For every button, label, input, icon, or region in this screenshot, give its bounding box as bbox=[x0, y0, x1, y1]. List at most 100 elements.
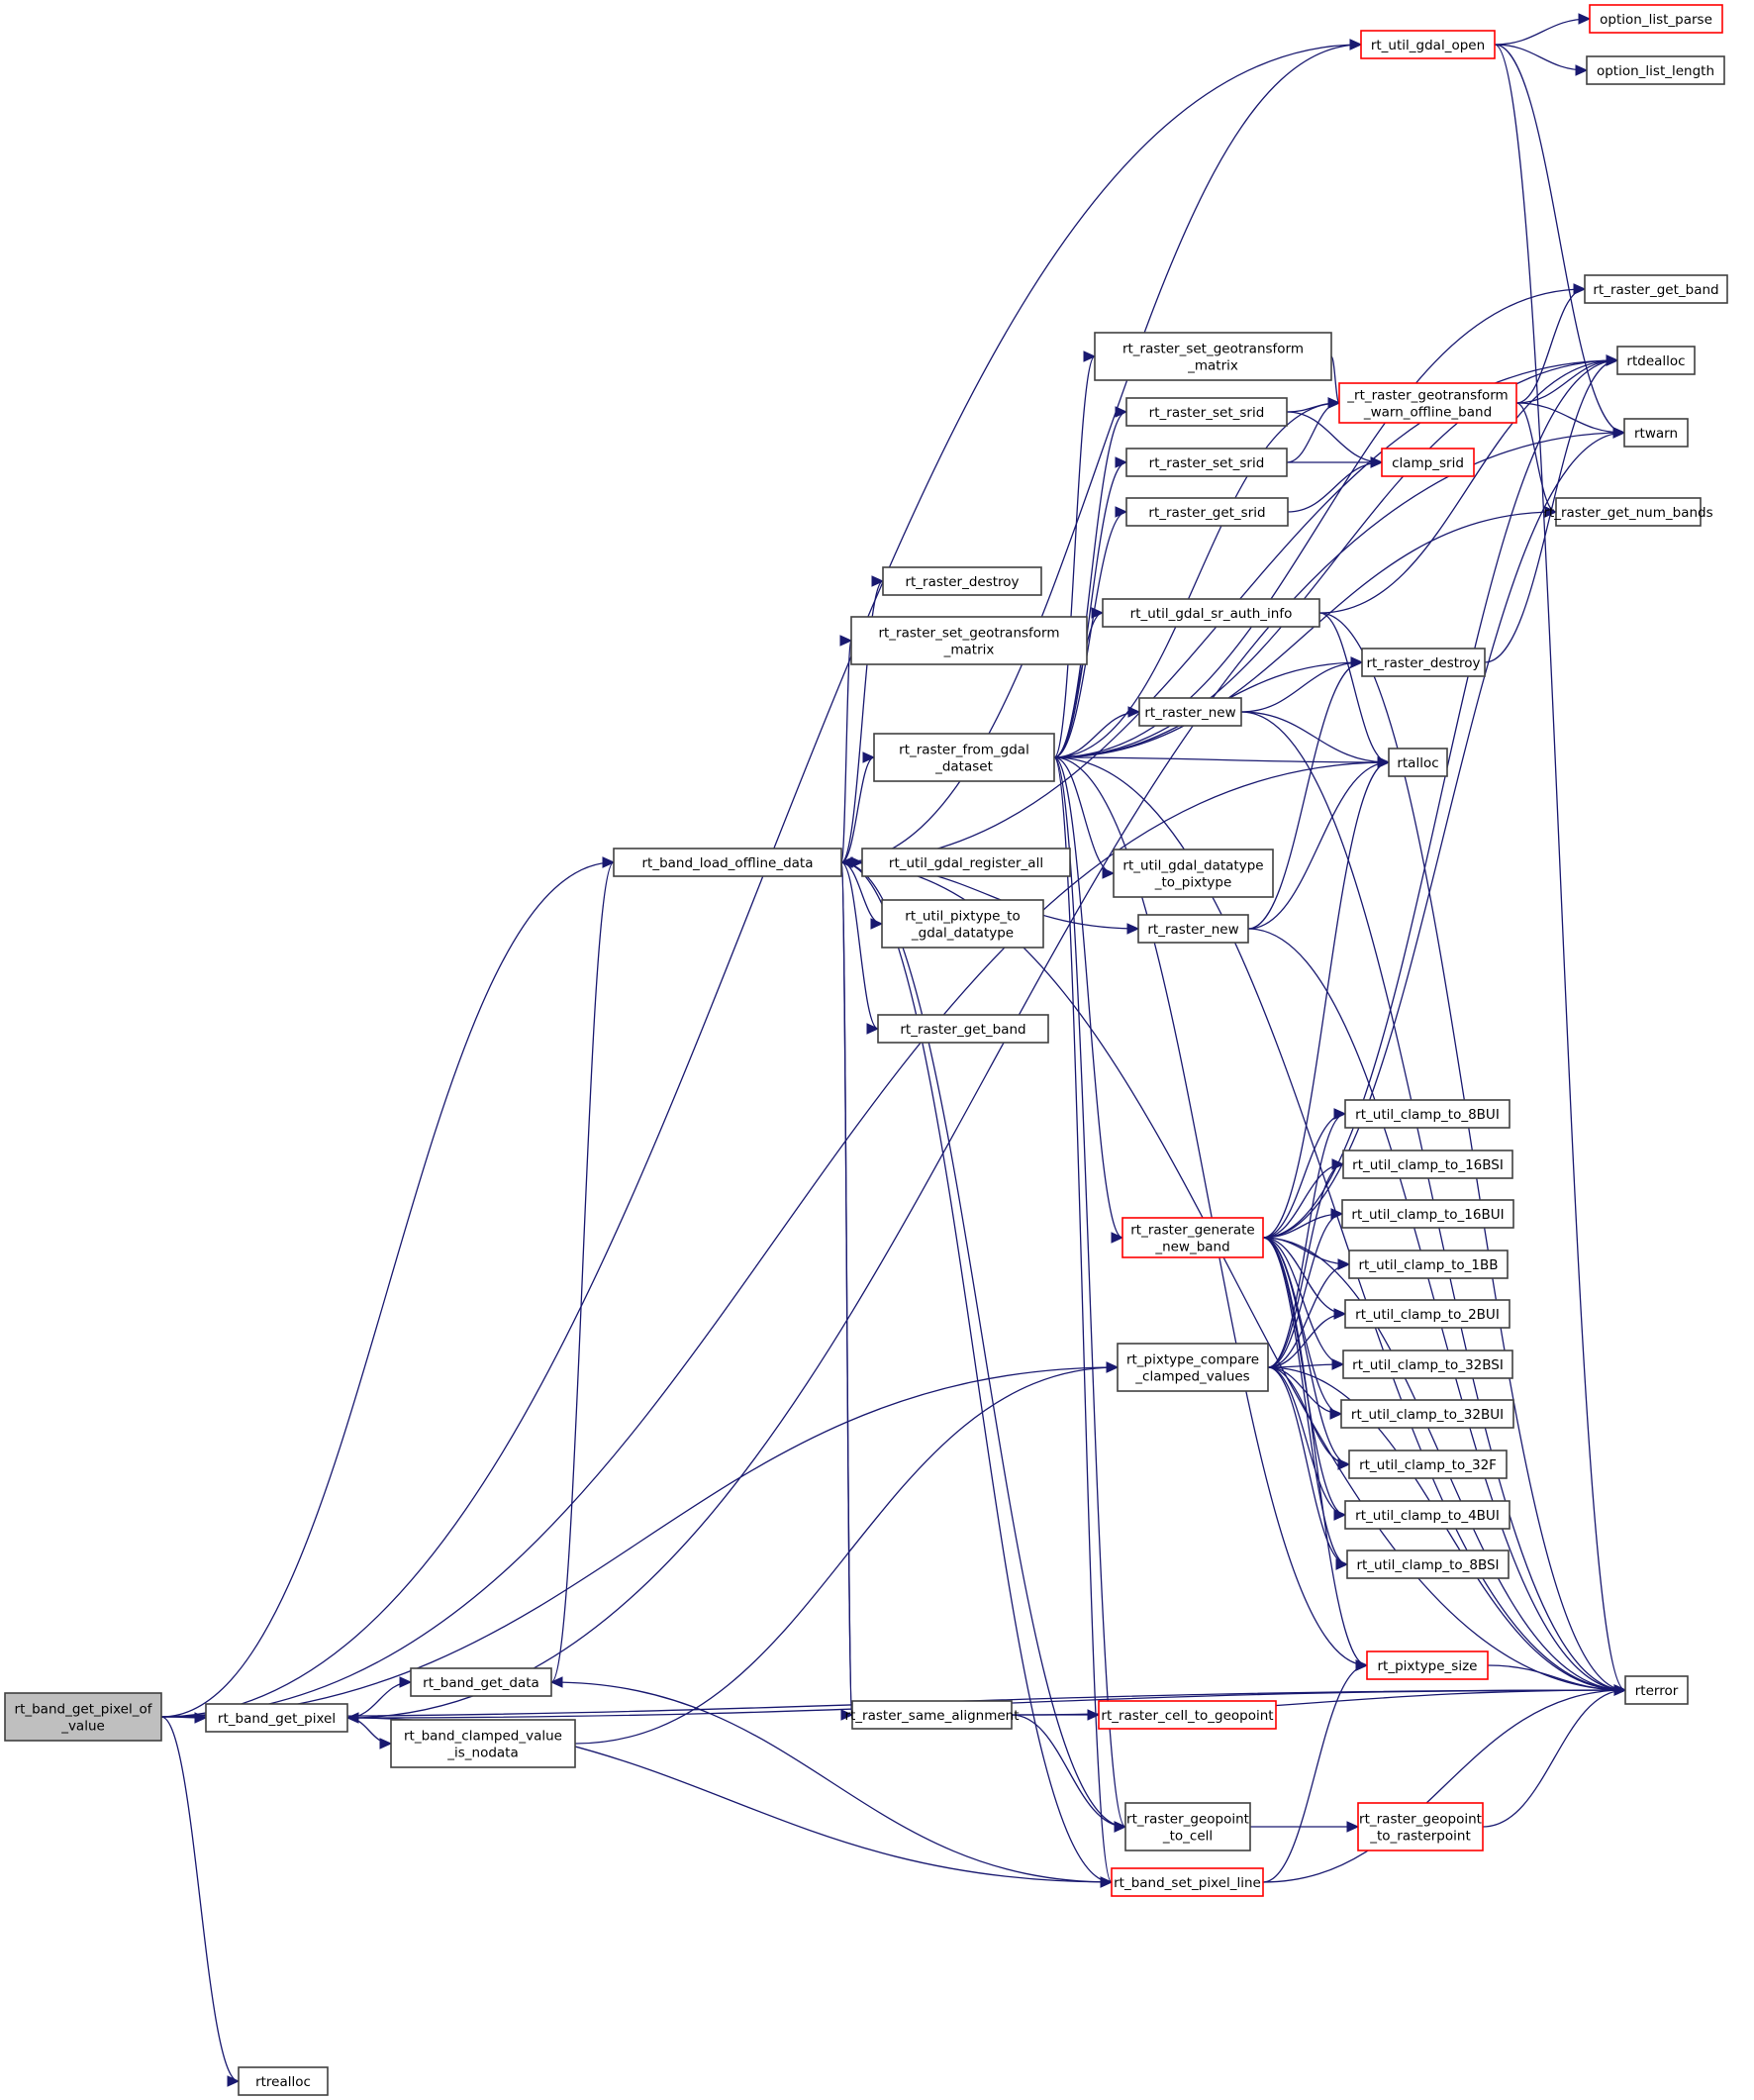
graph-node-rt-raster-from-gdal-dataset[interactable]: rt_raster_from_gdal_dataset bbox=[873, 733, 1055, 782]
graph-node-rt-util-gdal-open[interactable]: rt_util_gdal_open bbox=[1360, 30, 1496, 59]
node-box[interactable] bbox=[1094, 332, 1332, 381]
graph-node-rtalloc[interactable]: rtalloc bbox=[1388, 748, 1448, 777]
graph-node-rt-util-clamp-to-32F[interactable]: rt_util_clamp_to_32F bbox=[1348, 1450, 1508, 1479]
node-box[interactable] bbox=[1102, 598, 1320, 628]
graph-node-rtrealloc[interactable]: rtrealloc bbox=[238, 2066, 329, 2096]
graph-node-rt-band-set-pixel-line[interactable]: rt_band_set_pixel_line bbox=[1111, 1867, 1264, 1897]
node-box[interactable] bbox=[881, 899, 1044, 949]
graph-node-rt-raster-cell-to-geopoint[interactable]: rt_raster_cell_to_geopoint bbox=[1098, 1700, 1277, 1730]
graph-node-rt-util-clamp-to-32BUI[interactable]: rt_util_clamp_to_32BUI bbox=[1340, 1399, 1514, 1429]
node-box[interactable] bbox=[1117, 1343, 1269, 1392]
node-box[interactable] bbox=[1348, 1250, 1509, 1279]
node-box[interactable] bbox=[410, 1667, 552, 1697]
node-box[interactable] bbox=[1361, 648, 1486, 677]
graph-node-rt-band-get-data[interactable]: rt_band_get_data bbox=[410, 1667, 552, 1697]
graph-node-rt-util-clamp-to-32BSI[interactable]: rt_util_clamp_to_32BSI bbox=[1342, 1350, 1513, 1379]
node-box[interactable] bbox=[1555, 497, 1702, 527]
graph-node-rt-raster-set-srid[interactable]: rt_raster_set_srid bbox=[1125, 448, 1288, 477]
graph-node-rt-band-load-offline-data[interactable]: rt_band_load_offline_data bbox=[613, 848, 842, 877]
graph-node-rt-raster-geopoint-to-rasterpoint[interactable]: rt_raster_geopoint_to_rasterpoint bbox=[1357, 1802, 1484, 1851]
node-box[interactable] bbox=[1125, 448, 1288, 477]
graph-node-option-list-parse[interactable]: option_list_parse bbox=[1589, 4, 1723, 34]
node-box[interactable] bbox=[1137, 914, 1249, 944]
node-box[interactable] bbox=[1360, 30, 1496, 59]
node-box[interactable] bbox=[1344, 1500, 1510, 1530]
node-box[interactable] bbox=[1589, 4, 1723, 34]
graph-node-rt-band-clamped-value-is-nodata[interactable]: rt_band_clamped_value_is_nodata bbox=[390, 1719, 576, 1768]
node-box[interactable] bbox=[1341, 1199, 1514, 1229]
graph-node-rt-util-clamp-to-4BUI[interactable]: rt_util_clamp_to_4BUI bbox=[1344, 1500, 1510, 1530]
graph-node-rt-raster-generate-new-band[interactable]: rt_raster_generate_new_band bbox=[1121, 1217, 1264, 1258]
graph-node-rt-util-clamp-to-8BSI[interactable]: rt_util_clamp_to_8BSI bbox=[1346, 1550, 1510, 1579]
graph-node-rtdealloc[interactable]: rtdealloc bbox=[1616, 346, 1696, 375]
graph-node-clamp-srid[interactable]: clamp_srid bbox=[1381, 448, 1475, 477]
node-box[interactable] bbox=[1344, 1299, 1510, 1329]
node-box[interactable] bbox=[882, 566, 1042, 596]
graph-node-rtwarn[interactable]: rtwarn bbox=[1623, 418, 1689, 448]
graph-node-rt-raster-set-srid[interactable]: rt_raster_set_srid bbox=[1125, 397, 1288, 427]
node-box[interactable] bbox=[1357, 1802, 1484, 1851]
node-box[interactable] bbox=[1388, 748, 1448, 777]
node-box[interactable] bbox=[1113, 849, 1274, 898]
graph-node-rt-util-clamp-to-2BUI[interactable]: rt_util_clamp_to_2BUI bbox=[1344, 1299, 1510, 1329]
graph-node-rt-raster-destroy[interactable]: rt_raster_destroy bbox=[882, 566, 1042, 596]
node-box[interactable] bbox=[205, 1703, 348, 1733]
graph-node-rt-raster-destroy[interactable]: rt_raster_destroy bbox=[1361, 648, 1486, 677]
node-box[interactable] bbox=[1366, 1650, 1489, 1680]
node-box[interactable] bbox=[1584, 274, 1728, 304]
node-box[interactable] bbox=[861, 848, 1071, 877]
graph-node-rt-band-get-pixel-of-value[interactable]: rt_band_get_pixel_of_value bbox=[4, 1692, 162, 1742]
node-box[interactable] bbox=[1111, 1867, 1264, 1897]
node-box[interactable] bbox=[1381, 448, 1475, 477]
node-box[interactable] bbox=[4, 1692, 162, 1742]
graph-node-rt-raster-set-geotransform-matrix[interactable]: rt_raster_set_geotransform_matrix bbox=[1094, 332, 1332, 381]
node-box[interactable] bbox=[873, 733, 1055, 782]
node-box[interactable] bbox=[1125, 397, 1288, 427]
graph-node-rt-raster-get-num-bands[interactable]: rt_raster_get_num_bands bbox=[1543, 497, 1713, 527]
graph-node-rt-util-clamp-to-1BB[interactable]: rt_util_clamp_to_1BB bbox=[1348, 1250, 1509, 1279]
node-box[interactable] bbox=[1616, 346, 1696, 375]
graph-node-option-list-length[interactable]: option_list_length bbox=[1586, 55, 1725, 85]
node-box[interactable] bbox=[1623, 418, 1689, 448]
node-box[interactable] bbox=[390, 1719, 576, 1768]
node-box[interactable] bbox=[1624, 1675, 1689, 1705]
graph-node-rt-raster-geopoint-to-cell[interactable]: rt_raster_geopoint_to_cell bbox=[1124, 1802, 1251, 1851]
graph-node-rt-raster-new[interactable]: rt_raster_new bbox=[1137, 914, 1249, 944]
node-box[interactable] bbox=[1340, 1399, 1514, 1429]
node-box[interactable] bbox=[1342, 1150, 1513, 1179]
graph-node-rt-raster-new[interactable]: rt_raster_new bbox=[1138, 697, 1242, 727]
graph-node-rterror[interactable]: rterror bbox=[1624, 1675, 1689, 1705]
graph-node-rt-pixtype-size[interactable]: rt_pixtype_size bbox=[1366, 1650, 1489, 1680]
node-box[interactable] bbox=[877, 1014, 1049, 1044]
graph-node-rt-pixtype-compare-clamped-values[interactable]: rt_pixtype_compare_clamped_values bbox=[1117, 1343, 1269, 1392]
node-box[interactable] bbox=[1124, 1802, 1251, 1851]
graph-node-rt-raster-get-srid[interactable]: rt_raster_get_srid bbox=[1125, 497, 1289, 527]
node-box[interactable] bbox=[1586, 55, 1725, 85]
graph-node-rt-raster-geotransform-warn-offline-band[interactable]: _rt_raster_geotransform_warn_offline_ban… bbox=[1338, 382, 1517, 424]
node-box[interactable] bbox=[613, 848, 842, 877]
node-box[interactable] bbox=[1121, 1217, 1264, 1258]
graph-node-rt-raster-same-alignment[interactable]: rt_raster_same_alignment bbox=[844, 1700, 1020, 1730]
graph-node-rt-util-gdal-sr-auth-info[interactable]: rt_util_gdal_sr_auth_info bbox=[1102, 598, 1320, 628]
graph-node-rt-raster-get-band[interactable]: rt_raster_get_band bbox=[1584, 274, 1728, 304]
node-box[interactable] bbox=[1098, 1700, 1277, 1730]
graph-node-rt-raster-get-band[interactable]: rt_raster_get_band bbox=[877, 1014, 1049, 1044]
graph-node-rt-util-clamp-to-16BUI[interactable]: rt_util_clamp_to_16BUI bbox=[1341, 1199, 1514, 1229]
graph-node-rt-band-get-pixel[interactable]: rt_band_get_pixel bbox=[205, 1703, 348, 1733]
node-box[interactable] bbox=[1138, 697, 1242, 727]
graph-node-rt-util-gdal-register-all[interactable]: rt_util_gdal_register_all bbox=[861, 848, 1071, 877]
graph-node-rt-util-pixtype-to-gdal-datatype[interactable]: rt_util_pixtype_to_gdal_datatype bbox=[881, 899, 1044, 949]
graph-node-rt-util-clamp-to-16BSI[interactable]: rt_util_clamp_to_16BSI bbox=[1342, 1150, 1513, 1179]
node-box[interactable] bbox=[851, 1700, 1013, 1730]
node-box[interactable] bbox=[850, 616, 1088, 665]
graph-node-rt-util-clamp-to-8BUI[interactable]: rt_util_clamp_to_8BUI bbox=[1344, 1099, 1510, 1129]
node-box[interactable] bbox=[1348, 1450, 1508, 1479]
graph-node-rt-raster-set-geotransform-matrix[interactable]: rt_raster_set_geotransform_matrix bbox=[850, 616, 1088, 665]
node-box[interactable] bbox=[238, 2066, 329, 2096]
node-box[interactable] bbox=[1338, 382, 1517, 424]
node-box[interactable] bbox=[1342, 1350, 1513, 1379]
node-box[interactable] bbox=[1346, 1550, 1510, 1579]
node-box[interactable] bbox=[1344, 1099, 1510, 1129]
node-box[interactable] bbox=[1125, 497, 1289, 527]
graph-node-rt-util-gdal-datatype-to-pixtype[interactable]: rt_util_gdal_datatype_to_pixtype bbox=[1113, 849, 1274, 898]
